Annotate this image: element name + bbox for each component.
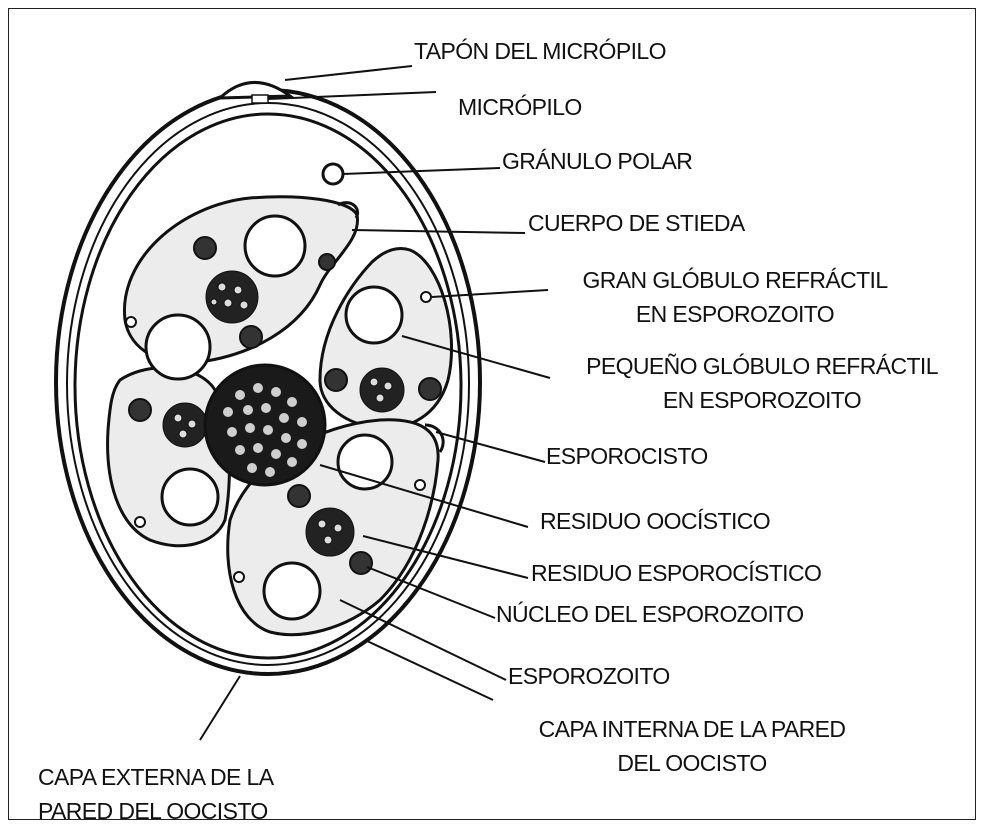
figure-frame (8, 8, 976, 820)
sporozoite-nucleus (128, 398, 152, 422)
large-refractile-globule (336, 433, 394, 491)
sporozoite-nucleus (193, 236, 217, 260)
small-refractile-globule (134, 516, 146, 528)
polar-granule (321, 162, 345, 186)
label-line: PEQUEÑO GLÓBULO REFRÁCTIL (586, 353, 938, 379)
micropyle (251, 94, 269, 104)
label-large-refractile-globule: GRAN GLÓBULO REFRÁCTIL EN ESPOROZOITO (545, 263, 925, 331)
sporocystic-residue (305, 507, 355, 557)
label-polar-granule: GRÁNULO POLAR (502, 148, 693, 174)
label-line: GRAN GLÓBULO REFRÁCTIL (582, 267, 888, 293)
large-refractile-globule (144, 313, 212, 381)
label-line: EN ESPOROZOITO (635, 301, 835, 327)
label-line: CAPA EXTERNA DE LA (38, 764, 274, 790)
sporocyst-left (106, 366, 231, 548)
label-line: EN ESPOROZOITO (662, 387, 862, 413)
label-stieda-body: CUERPO DE STIEDA (528, 210, 745, 236)
label-inner-wall: CAPA INTERNA DE LA PARED DEL OOCISTO (492, 712, 892, 780)
sporocystic-residue (162, 402, 208, 448)
label-oocyst-residue: RESIDUO OOCÍSTICO (540, 508, 771, 534)
small-refractile-globule (125, 316, 137, 328)
label-small-refractile-globule: PEQUEÑO GLÓBULO REFRÁCTIL EN ESPOROZOITO (552, 349, 972, 417)
sporozoite-nucleus (324, 368, 348, 392)
large-refractile-globule (160, 467, 220, 527)
large-refractile-globule (262, 561, 322, 621)
leader-lines (199, 65, 551, 741)
label-micropyle: MICRÓPILO (458, 94, 582, 120)
oocyst-inner-wall (73, 112, 463, 660)
sporocystic-residue (359, 367, 405, 413)
large-refractile-globule (243, 214, 307, 278)
large-refractile-globule (344, 285, 404, 345)
label-sporocyst: ESPOROCISTO (546, 443, 708, 469)
label-line: PARED DEL OOCISTO (38, 798, 268, 824)
label-outer-wall: CAPA EXTERNA DE LA PARED DEL OOCISTO (38, 760, 274, 828)
small-refractile-globule (233, 571, 245, 583)
small-refractile-globule (414, 479, 426, 491)
label-line: DEL OOCISTO (617, 750, 767, 776)
label-line: CAPA INTERNA DE LA PARED (538, 716, 846, 742)
sporozoite-nucleus (349, 551, 373, 575)
small-refractile-globule (420, 291, 432, 303)
label-sporocystic-residue: RESIDUO ESPOROCÍSTICO (531, 560, 822, 586)
sporozoite-nucleus (287, 484, 311, 508)
oocyst-residue (203, 363, 327, 487)
sporozoite-nucleus (318, 253, 336, 271)
label-sporozoite-nucleus: NÚCLEO DEL ESPOROZOITO (496, 601, 804, 627)
sporozoite-nucleus (418, 377, 442, 401)
sporocystic-residue (205, 270, 259, 324)
label-sporozoite: ESPOROZOITO (508, 663, 670, 689)
micropyle-cap (216, 81, 295, 100)
label-micropyle-cap: TAPÓN DEL MICRÓPILO (414, 38, 666, 64)
sporozoite-nucleus (239, 325, 263, 349)
